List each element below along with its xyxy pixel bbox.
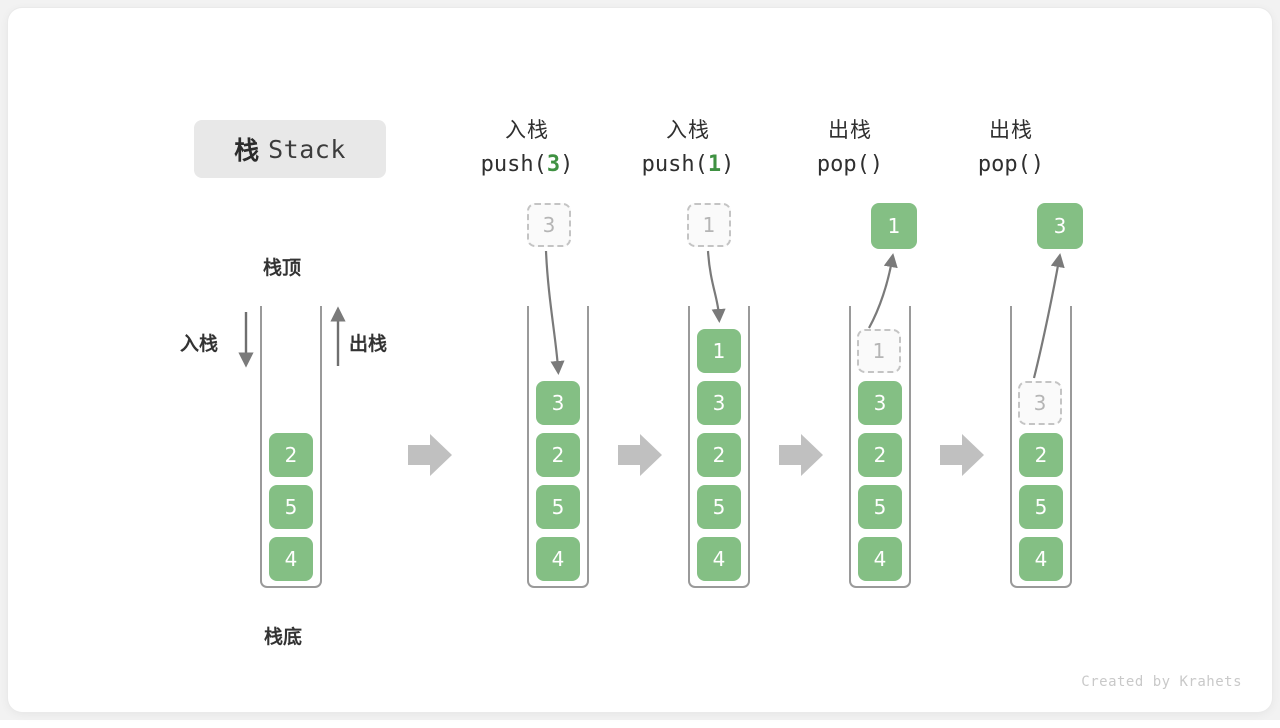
removed-value-ghost: 3 (1018, 381, 1062, 425)
column-header-pop-2: 出栈 pop() (921, 114, 1101, 182)
stack-cell: 3 (697, 381, 741, 425)
stack-cell: 3 (858, 381, 902, 425)
stack-top-label: 栈顶 (263, 258, 302, 279)
stack-cell: 2 (858, 433, 902, 477)
incoming-value-ghost: 3 (527, 203, 571, 247)
stack-container-push-3 (527, 306, 589, 588)
stack-cell: 5 (858, 485, 902, 529)
column-header-push-1: 入栈 push(1) (598, 114, 778, 182)
stack-cell: 5 (1019, 485, 1063, 529)
title-chinese: 栈 (234, 137, 261, 165)
column-header-code: pop() (921, 148, 1101, 182)
title-english: Stack (268, 134, 346, 164)
stack-cell: 4 (858, 537, 902, 581)
diagram-card: 栈 Stack 栈顶 栈底 入栈 出栈 入栈 push(3) 入栈 push(1… (8, 8, 1272, 712)
stack-cell: 2 (536, 433, 580, 477)
stack-bottom-label: 栈底 (264, 627, 303, 648)
popped-value-box: 3 (1037, 203, 1083, 249)
pop-direction-label: 出栈 (349, 334, 388, 355)
stack-cell: 3 (536, 381, 580, 425)
stack-cell: 2 (1019, 433, 1063, 477)
stack-cell: 5 (269, 485, 313, 529)
stack-cell: 2 (697, 433, 741, 477)
stage-arrow-icon (779, 434, 823, 476)
stack-container-pop-2 (1010, 306, 1072, 588)
code-suffix: ) (1030, 152, 1045, 177)
column-header-cn: 出栈 (828, 119, 872, 142)
stack-cell: 2 (269, 433, 313, 477)
stack-cell: 4 (697, 537, 741, 581)
stack-container-push-1 (688, 306, 750, 588)
incoming-value-ghost: 1 (687, 203, 731, 247)
code-prefix: push( (480, 152, 547, 177)
stack-cell: 4 (536, 537, 580, 581)
title-badge: 栈 Stack (194, 120, 386, 178)
stack-container-pop-1 (849, 306, 911, 588)
code-prefix: pop( (977, 152, 1031, 177)
stack-container-initial (260, 306, 322, 588)
stack-cell: 4 (1019, 537, 1063, 581)
code-suffix: ) (721, 152, 735, 177)
stage-arrow-icon (940, 434, 984, 476)
code-suffix: ) (869, 152, 884, 177)
credit-text: Created by Krahets (1081, 674, 1242, 690)
stack-cell: 5 (536, 485, 580, 529)
push-direction-label: 入栈 (180, 334, 219, 355)
column-header-cn: 出栈 (989, 119, 1033, 142)
column-header-code: pop() (760, 148, 940, 182)
code-prefix: push( (641, 152, 708, 177)
stage-arrow-icon (408, 434, 452, 476)
stack-cell: 1 (697, 329, 741, 373)
column-header-pop-1: 出栈 pop() (760, 114, 940, 182)
column-header-push-3: 入栈 push(3) (437, 114, 617, 182)
popped-value-box: 1 (871, 203, 917, 249)
column-header-cn: 入栈 (505, 119, 549, 142)
code-argument: 3 (546, 152, 561, 177)
stack-cell: 5 (697, 485, 741, 529)
stage-arrow-icon (618, 434, 662, 476)
removed-value-ghost: 1 (857, 329, 901, 373)
column-header-code: push(3) (437, 148, 617, 182)
code-argument: 1 (707, 152, 722, 177)
stack-cell: 4 (269, 537, 313, 581)
code-prefix: pop( (816, 152, 870, 177)
code-suffix: ) (560, 152, 574, 177)
column-header-cn: 入栈 (666, 119, 710, 142)
column-header-code: push(1) (598, 148, 778, 182)
